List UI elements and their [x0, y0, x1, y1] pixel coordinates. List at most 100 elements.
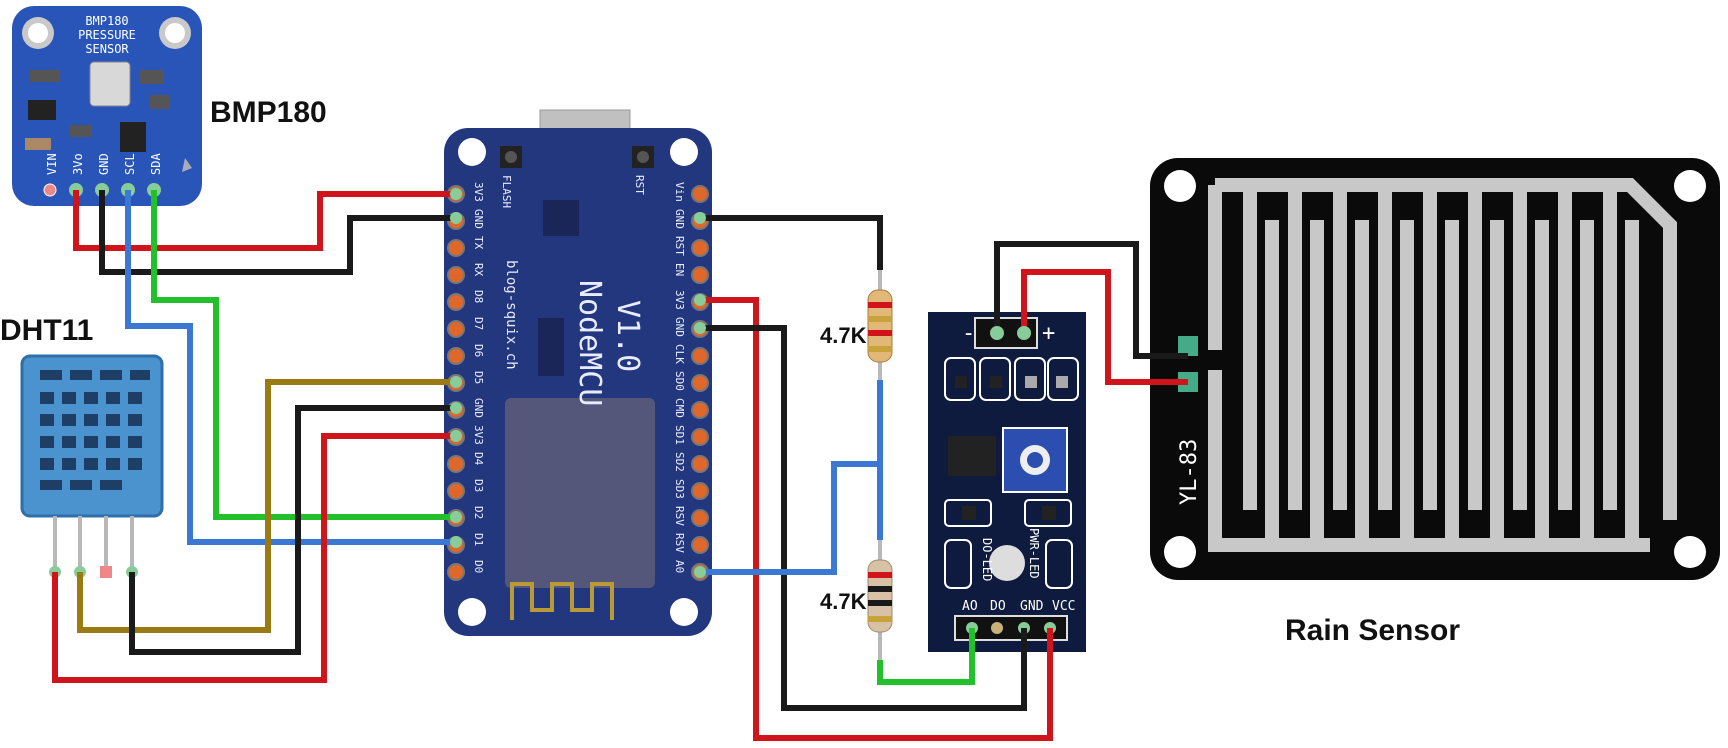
nodemcu-right-pin-label: CLK — [673, 344, 686, 364]
nodemcu-left-pin-pad — [447, 266, 465, 284]
rain-traces — [1243, 185, 1639, 545]
wire-bmp-sda-green — [151, 190, 456, 520]
dht11-sensor — [20, 354, 164, 578]
wire-module-plus-red — [1021, 269, 1188, 385]
nodemcu-right-pin-pad — [691, 509, 709, 527]
nodemcu-right-pin-label: 3V3 — [673, 290, 686, 310]
nodemcu-board: FLASH RST blog-squix.ch NodeMCU V1.0 3V3… — [444, 109, 712, 636]
nodemcu-right-pin-label: Vin — [673, 182, 686, 202]
nodemcu-left-pin-label: D1 — [472, 533, 485, 546]
nodemcu-left-pin-pad — [447, 563, 465, 581]
nodemcu-right-pin-pad — [691, 347, 709, 365]
nodemcu-left-pin-label: D5 — [472, 371, 485, 384]
dht11-label: DHT11 — [0, 314, 93, 347]
nodemcu-left-pin-label: D3 — [472, 479, 485, 492]
nodemcu-left-pin-pad — [447, 239, 465, 257]
resistor-bottom — [867, 540, 893, 660]
nodemcu-right-pin-label: SD1 — [673, 425, 686, 445]
wire-bmp-3vo-red — [73, 190, 456, 251]
wire-a0-divider-blue — [700, 461, 880, 575]
nodemcu-left-pin-pad — [447, 347, 465, 365]
nodemcu-right-pin-pad — [691, 266, 709, 284]
wire-dht-data-brown — [77, 379, 456, 633]
resistor-top — [867, 220, 893, 380]
resistor-top-label: 4.7K — [820, 323, 867, 348]
nodemcu-left-pin-label: D4 — [472, 452, 485, 466]
nodemcu-right-pin-pad — [691, 482, 709, 500]
bmp180-label: BMP180 — [210, 96, 327, 129]
module-pin-do: DO — [990, 599, 1006, 614]
wire-nodemcu-gnd-black — [700, 325, 1027, 711]
nodemcu-right-pin-pad — [691, 428, 709, 446]
nodemcu-name-1: NodeMCU — [572, 280, 607, 406]
rst-label: RST — [633, 175, 646, 195]
wire-divider-ao-green — [877, 628, 975, 685]
bmp-pin-sda: SDA — [149, 153, 163, 175]
wire-dht-vcc-red — [52, 433, 456, 683]
nodemcu-right-pin-label: GND — [673, 317, 686, 337]
nodemcu-right-pin-pad — [691, 536, 709, 554]
nodemcu-left-pin-pad — [447, 293, 465, 311]
bmp180-board: BMP180 PRESSURE SENSOR VIN 3Vo GND SCL S… — [12, 6, 202, 206]
module-pin-gnd: GND — [1020, 599, 1044, 614]
nodemcu-left-pin-pad — [447, 320, 465, 338]
wire-dht-gnd-black — [129, 405, 456, 655]
bmp-pin-scl: SCL — [123, 153, 137, 175]
rain-sensor-module: - + DO-LED PWR-LED AO DO GND VCC — [928, 312, 1086, 652]
wire-module-minus-black — [994, 241, 1188, 359]
resistor-bottom-label: 4.7K — [820, 589, 867, 614]
wire-nodemcu-gnd-resistor-black — [700, 215, 883, 270]
rain-sensor-label: Rain Sensor — [1285, 614, 1460, 647]
nodemcu-name-2: V1.0 — [610, 300, 645, 372]
nodemcu-left-pin-label: GND — [472, 209, 485, 229]
rain-board-yl83: YL-83 — [1150, 158, 1720, 580]
nodemcu-right-pin-label: GND — [673, 209, 686, 229]
nodemcu-right-pin-label: RSV — [673, 533, 686, 553]
rain-board-model: YL-83 — [1177, 439, 1202, 505]
nodemcu-right-pin-label: SD3 — [673, 479, 686, 499]
nodemcu-left-pin-label: D7 — [472, 317, 485, 330]
nodemcu-left-pin-pad — [447, 482, 465, 500]
nodemcu-right-pin-label: SD0 — [673, 371, 686, 391]
module-pin-vcc: VCC — [1052, 599, 1075, 614]
nodemcu-left-pin-label: D2 — [472, 506, 485, 519]
nodemcu-right-pin-label: EN — [673, 263, 686, 276]
nodemcu-right-pin-label: CMD — [673, 398, 686, 418]
nodemcu-left-pin-label: D8 — [472, 290, 485, 303]
bmp-board-title-1: BMP180 — [85, 14, 128, 28]
nodemcu-left-pin-label: 3V3 — [472, 182, 485, 202]
nodemcu-left-pin-label: GND — [472, 398, 485, 418]
nodemcu-right-pin-pad — [691, 374, 709, 392]
module-pin-ao: AO — [962, 599, 978, 614]
pin-contacts — [450, 188, 1031, 578]
do-led-label: DO-LED — [980, 538, 994, 581]
wires — [52, 190, 1188, 741]
nodemcu-right-pin-label: SD2 — [673, 452, 686, 472]
nodemcu-site: blog-squix.ch — [503, 260, 519, 370]
bmp-pin-labels: VIN 3Vo GND SCL SDA — [45, 153, 163, 175]
nodemcu-left-pin-label: D6 — [472, 344, 485, 357]
bmp-board-title-3: SENSOR — [85, 42, 129, 56]
nodemcu-left-pin-pad — [447, 455, 465, 473]
wire-bmp-gnd-black — [99, 190, 456, 275]
bmp-board-title-2: PRESSURE — [78, 28, 136, 42]
bmp-pin-gnd: GND — [97, 153, 111, 175]
nodemcu-left-pin-label: RX — [472, 263, 485, 277]
nodemcu-right-pin-label: RST — [673, 236, 686, 256]
nodemcu-right-pin-pad — [691, 185, 709, 203]
nodemcu-left-pin-label: D0 — [472, 560, 485, 573]
wire-bmp-scl-blue — [125, 190, 456, 545]
nodemcu-right-pin-pad — [691, 401, 709, 419]
module-minus: - — [962, 321, 975, 346]
nodemcu-right-pin-pad — [691, 239, 709, 257]
pwr-led-label: PWR-LED — [1027, 528, 1041, 579]
module-plus: + — [1042, 321, 1055, 346]
flash-label: FLASH — [500, 175, 513, 208]
bmp-pin-3vo: 3Vo — [71, 153, 85, 175]
nodemcu-right-pin-label: A0 — [673, 560, 686, 573]
nodemcu-left-pin-label: TX — [472, 236, 485, 250]
nodemcu-right-pin-label: RSV — [673, 506, 686, 526]
nodemcu-right-pin-pad — [691, 455, 709, 473]
